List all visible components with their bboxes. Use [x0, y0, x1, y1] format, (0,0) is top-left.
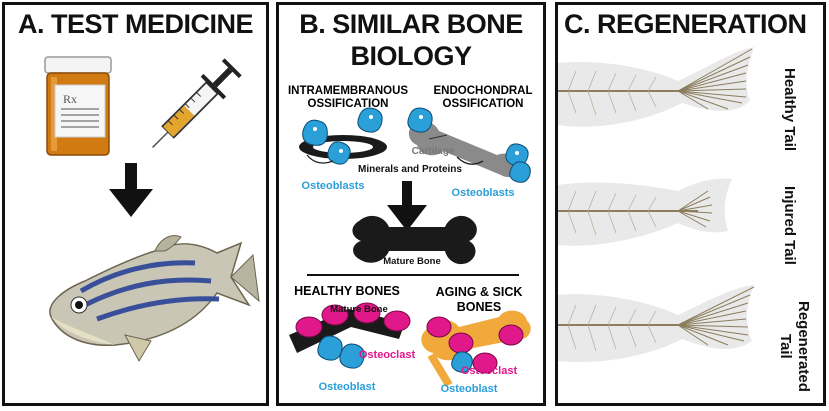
healthy-tail-label: Healthy Tail — [781, 68, 798, 152]
panel-c-illustration — [558, 47, 755, 363]
syringe-icon — [152, 58, 242, 148]
zebrafish-icon — [49, 235, 260, 363]
regenerated-tail-label: Regenerated Tail — [777, 300, 812, 392]
mature-bone-small-label: Mature Bone — [330, 304, 388, 315]
osteoclast-cell — [498, 324, 524, 346]
osteoblast-cell — [339, 343, 365, 369]
healthy-bones-heading: HEALTHY BONES — [294, 284, 400, 298]
endochondral-label: ENDOCHONDRAL OSSIFICATION — [433, 85, 533, 110]
injured-tail-label: Injured Tail — [781, 185, 798, 265]
osteoclast-cell — [472, 352, 498, 374]
arrow-down-icon — [109, 163, 153, 217]
cartilage-label: Cartilage — [411, 146, 455, 157]
osteoblast-cell — [317, 335, 343, 361]
osteoblasts-right-label: Osteoblasts — [451, 187, 515, 199]
panel-c-title: C. REGENERATION — [564, 9, 807, 39]
aging-sick-heading: AGING & SICK BONES — [435, 285, 523, 314]
panel-test-medicine: A. TEST MEDICINE Rx — [2, 2, 269, 406]
cartilage-bone — [408, 121, 519, 178]
osteoblast-cell — [302, 119, 328, 146]
osteoclast-right-label: Osteoclast — [460, 365, 518, 377]
intramembranous-label: INTRAMEMBRANOUS OSSIFICATION — [287, 85, 409, 110]
osteoblast-cell — [357, 107, 383, 133]
osteoclast-cell — [426, 316, 452, 338]
osteoblast-cell — [407, 107, 433, 133]
panel-regeneration: C. REGENERATION — [555, 2, 826, 406]
osteoclast-left-label: Osteoclast — [358, 349, 416, 361]
healthy-tail-fin — [558, 47, 754, 127]
bottle-label: Rx — [63, 92, 77, 106]
osteoclast-cell — [321, 304, 349, 326]
osteoclast-cell — [448, 332, 474, 354]
panel-a-illustration: Rx — [44, 56, 260, 363]
regenerated-tail-fin — [558, 285, 755, 363]
osteoblast-right-label: Osteoblast — [440, 383, 498, 395]
osteoblasts-left-label: Osteoblasts — [301, 180, 365, 192]
panel-a-title: A. TEST MEDICINE — [17, 9, 254, 39]
osteoblast-cell — [509, 161, 531, 183]
mature-bone-label: Mature Bone — [383, 256, 441, 267]
pill-bottle-icon — [44, 56, 112, 156]
panel-b-illustration — [289, 107, 531, 388]
minerals-label: Minerals and Proteins — [358, 164, 462, 175]
osteoclast-cell — [295, 316, 323, 338]
injured-tail-fin — [558, 178, 732, 246]
arrow-down-icon — [387, 181, 427, 231]
osteoblast-cell — [451, 351, 473, 373]
osteoclast-cell — [353, 302, 381, 324]
panel-bone-biology: B. SIMILAR BONE BIOLOGY INTRAMEMBRANOUS … — [276, 2, 546, 406]
mature-bone — [352, 215, 477, 265]
panel-b-title-line1: B. SIMILAR BONE — [299, 9, 523, 39]
panel-b-title-line2: BIOLOGY — [350, 41, 472, 71]
osteoblast-left-label: Osteoblast — [318, 381, 376, 393]
osteoblast-cell — [327, 141, 351, 165]
osteoclast-cell — [383, 310, 411, 332]
